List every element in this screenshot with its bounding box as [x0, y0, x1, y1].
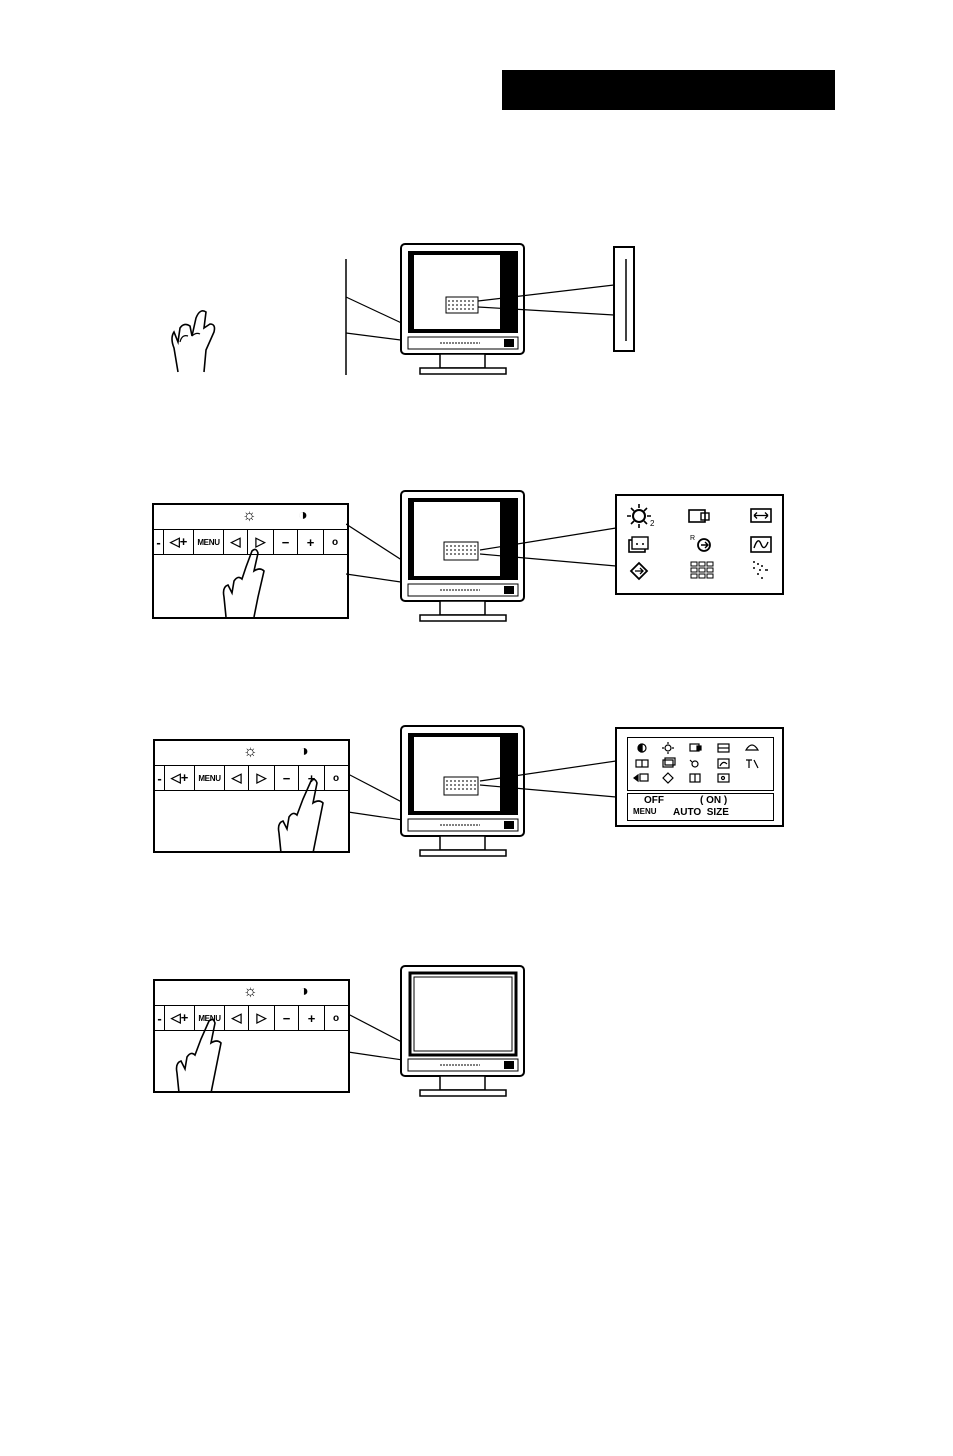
contrast-icon: ◑ [298, 507, 308, 525]
left-edge-button[interactable]: - [155, 766, 165, 790]
osd-menu-step2: 2 R [615, 494, 784, 595]
power-button[interactable]: o [325, 1006, 347, 1030]
callout-lines [478, 520, 618, 580]
osd-status-off: OFF [644, 795, 664, 806]
svg-text:2: 2 [650, 519, 655, 528]
rotation-icon: R [690, 535, 710, 551]
osd-menu-label: MENU [633, 807, 657, 816]
power-button[interactable]: o [324, 530, 346, 554]
color-temp-icon [691, 562, 713, 578]
osd-icon-grid [627, 737, 774, 791]
brightness-icon: ☼ [243, 743, 258, 761]
pointing-hand-icon [171, 1017, 231, 1093]
plus-button[interactable]: + [299, 1006, 325, 1030]
left-arrow-button[interactable]: ◁ [225, 766, 249, 790]
monitor-icon [400, 965, 525, 1098]
right-arrow-button[interactable]: ▷ [249, 766, 275, 790]
osd-status-box: OFF ( ON ) MENU AUTO SIZE [627, 793, 774, 821]
osd-function-label: AUTO SIZE [673, 807, 729, 818]
section-header-bar [502, 70, 835, 110]
degauss-icon [753, 562, 768, 578]
osd-status-on: ( ON ) [700, 795, 727, 806]
horizontal-size-icon [751, 509, 771, 522]
svg-text:R: R [690, 535, 695, 542]
plus-button[interactable]: + [298, 530, 324, 554]
contrast-icon: ◑ [299, 743, 309, 761]
horizontal-position-icon [689, 510, 709, 522]
brightness-icon: ☼ [242, 507, 257, 525]
callout-lines [478, 755, 618, 805]
volume-button[interactable]: ◁+ [165, 766, 195, 790]
recall-icon [629, 537, 648, 552]
brightness-icon: 2 [627, 504, 655, 528]
contrast-icon: ◑ [299, 983, 309, 1001]
menu-button[interactable]: MENU [195, 766, 225, 790]
input-select-icon [631, 563, 647, 579]
control-panel-step4: ☼ ◑ - ◁+ MENU ◁ ▷ − + o [153, 979, 350, 1093]
brightness-icon: ☼ [243, 983, 258, 1001]
control-panel-step3: ☼ ◑ - ◁+ MENU ◁ ▷ − + o [153, 739, 350, 853]
minus-button[interactable]: − [275, 1006, 299, 1030]
osd-menu-step3: OFF ( ON ) MENU AUTO SIZE [615, 727, 784, 827]
volume-button[interactable]: ◁+ [164, 530, 194, 554]
right-arrow-button[interactable]: ▷ [249, 1006, 275, 1030]
waveform-icon [751, 537, 771, 552]
control-panel-step2: ☼ ◑ - ◁+ MENU ◁ ▷ − + o [152, 503, 349, 619]
pointing-hand-icon [273, 777, 333, 853]
left-edge-button[interactable]: - [154, 530, 164, 554]
pointing-hand-icon [160, 298, 230, 376]
left-edge-button[interactable]: - [155, 1006, 165, 1030]
pointing-hand-icon [218, 545, 278, 619]
callout-lines [476, 245, 636, 355]
